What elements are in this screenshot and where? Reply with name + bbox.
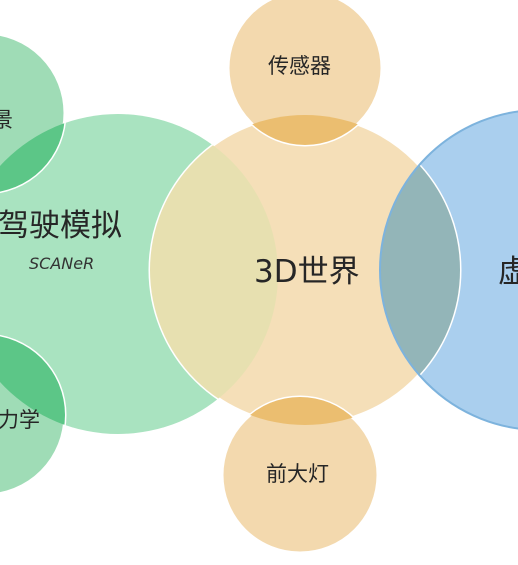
scene-label: 景	[0, 108, 13, 132]
driving-sim-sublabel: SCANeR	[29, 254, 95, 273]
driving-sim-label: 驾驶模拟	[0, 208, 122, 244]
headlight-label: 前大灯	[266, 462, 329, 486]
dynamics-label: 力学	[0, 408, 40, 432]
virtual-circle-outline	[379, 110, 518, 430]
virtual-label: 虚	[498, 254, 518, 290]
world-driving-overlap	[150, 115, 278, 425]
sensor-label: 传感器	[268, 54, 331, 78]
world-label: 3D世界	[254, 254, 360, 290]
